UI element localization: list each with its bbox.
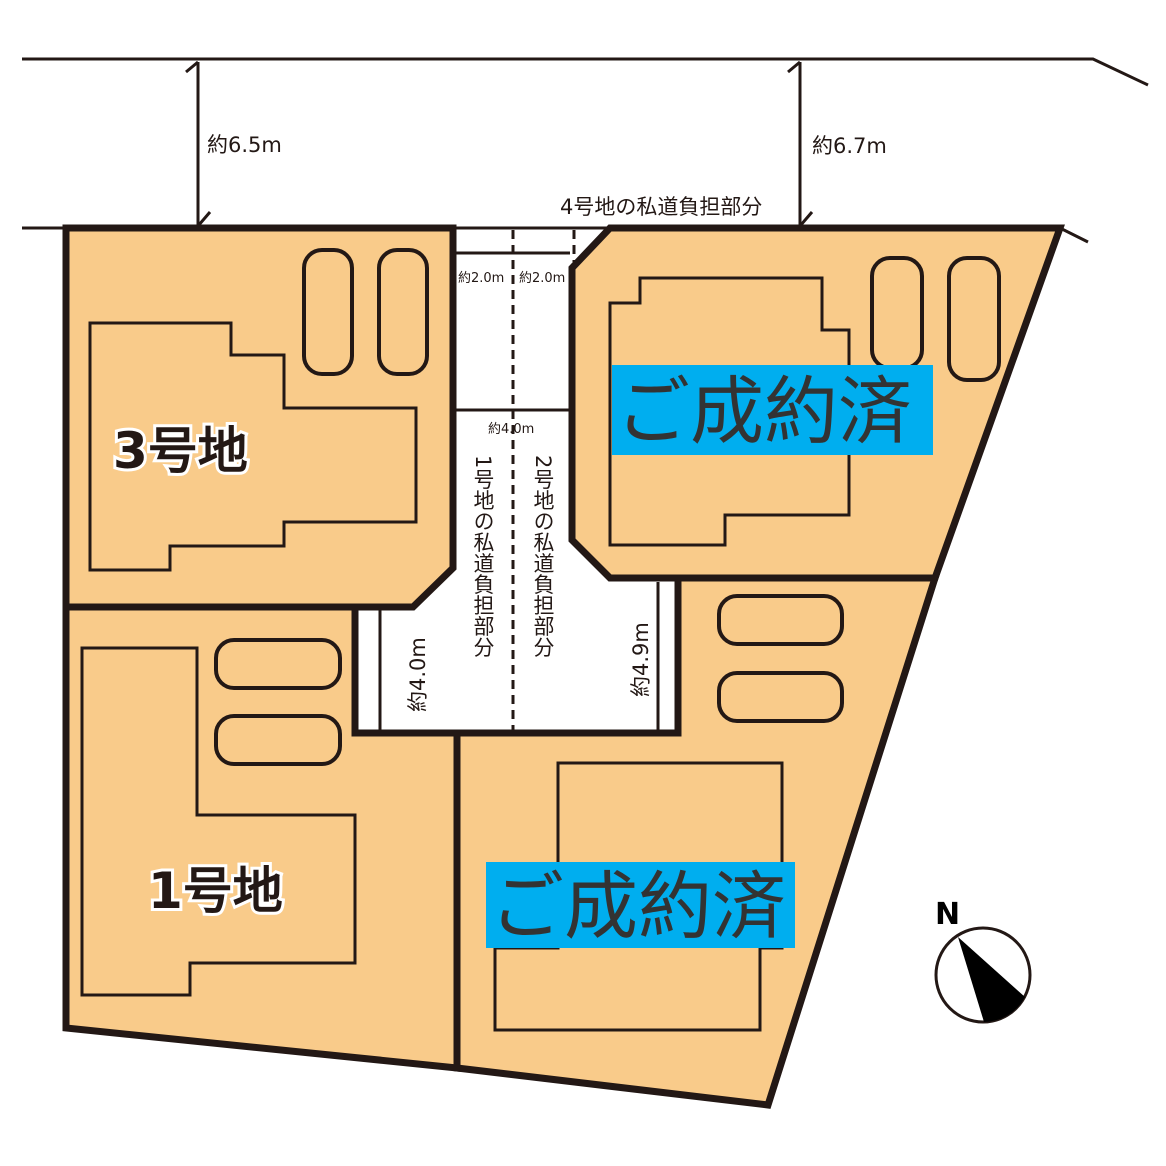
road-width-left: 約6.5m [207, 133, 282, 157]
house-lot3 [88, 321, 418, 572]
house-lot4 [608, 276, 851, 547]
lot4-private-road-note: 4号地の私道負担部分 [560, 195, 762, 219]
private-length-right: 約4.9m [629, 622, 653, 697]
car-icon [870, 256, 924, 370]
private-length-left: 約4.0m [406, 637, 430, 712]
lot2-sold-text: ご成約済 [490, 864, 786, 950]
lot3-label: 3号地 [113, 422, 248, 480]
private-width-mid: 約4.0m [488, 422, 534, 437]
private-width-right: 約2.0m [519, 271, 565, 286]
lot2-private-road-note: 2号地の私道負担部分 [531, 455, 555, 658]
house-lot1 [80, 646, 357, 997]
car-icon [214, 638, 342, 690]
road-width-right: 約6.7m [812, 134, 887, 158]
sold-badge-lot2 [486, 862, 795, 948]
parking-cars [214, 248, 1001, 766]
car-icon [214, 714, 342, 766]
lot4-sold-text: ご成約済 [616, 369, 912, 455]
car-icon [302, 248, 354, 376]
car-icon [947, 256, 1001, 382]
car-icon [717, 594, 844, 646]
lot1-private-road-note: 1号地の私道負担部分 [471, 455, 495, 658]
compass-icon: N [934, 897, 1032, 1024]
car-icon [717, 671, 844, 723]
private-road [378, 226, 660, 730]
lot1-label: 1号地 [148, 862, 283, 920]
car-icon [377, 248, 429, 376]
private-width-left: 約2.0m [458, 271, 504, 286]
sold-badge-lot4 [612, 365, 933, 455]
compass-north-label: N [935, 897, 960, 932]
lot-2[interactable] [453, 574, 940, 1109]
